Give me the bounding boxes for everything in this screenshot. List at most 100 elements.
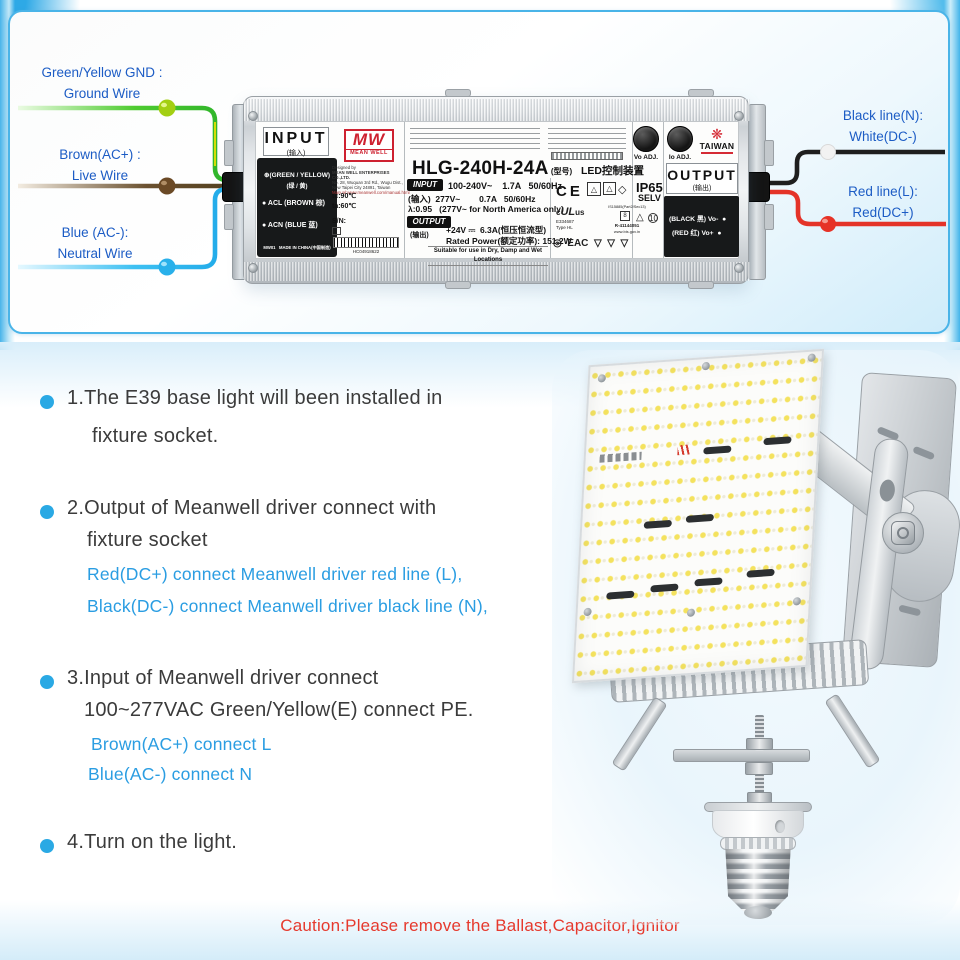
- label-live-wire: Brown(AC+) : Live Wire: [25, 144, 175, 186]
- meanwell-logo-mw: MW: [352, 130, 386, 149]
- panel-screw: [597, 374, 607, 383]
- bullet-3: [40, 675, 54, 689]
- led-panel: [571, 348, 825, 684]
- input-spec-row2: (输入) 277V~ 0.7A 50/60Hz: [408, 194, 536, 204]
- bullet-4: [40, 839, 54, 853]
- dc-black-wire: [742, 149, 945, 186]
- taiwan-text: TAIWAN: [699, 141, 735, 151]
- driver-top-tab-1: [445, 89, 471, 97]
- led-panel-connector-slot: [694, 577, 723, 587]
- terminal-neutral-label: ● ACN (BLUE 蓝): [262, 222, 318, 229]
- ground-dot-highlight: [161, 102, 167, 108]
- e39-screw-base: [725, 849, 791, 911]
- panel-screw: [807, 353, 816, 362]
- terminal-ground-label: ⊕(GREEN / YELLOW): [264, 172, 330, 179]
- taiwan-excellence-logo: ❋ TAIWAN: [697, 127, 737, 154]
- driver-left-tab-upper: [224, 140, 234, 166]
- driver-left-tab-lower: [224, 204, 234, 230]
- pcb-cert-print: [599, 451, 642, 463]
- meanwell-logo-name: MEAN WELL: [346, 149, 392, 156]
- step-2-sub-1: Red(DC+) connect Meanwell driver red lin…: [87, 564, 463, 584]
- label-divider-1: [404, 122, 405, 258]
- bis-box-icon: 8: [620, 211, 630, 221]
- sn-label: S/N:: [332, 218, 346, 225]
- label-ground-line2: Ground Wire: [63, 86, 141, 101]
- neutral-wire: [18, 186, 240, 270]
- bis-registration: R-41144051: [614, 223, 640, 228]
- io-adjust-label: Io ADJ.: [668, 154, 692, 161]
- product-info-fineprint: [410, 128, 540, 149]
- cert-box-triangle-1: △: [587, 182, 601, 196]
- driver-screw-tr: [734, 111, 744, 121]
- tc-temp: tc:90℃: [332, 193, 357, 200]
- output-spec-row1: +24V ⎓ 6.3A(恒压恒流型): [446, 225, 547, 235]
- step-1-line-1: 1.The E39 base light will been installed…: [67, 387, 443, 409]
- warning-fineprint-box: [551, 152, 623, 160]
- step-3-line-1: 3.Input of Meanwell driver connect: [67, 667, 379, 689]
- cert-circle-10: 10: [648, 213, 658, 223]
- driver-right-tab-upper: [764, 140, 774, 166]
- white-dc-dot: [820, 144, 836, 160]
- label-live-line2: Live Wire: [71, 168, 129, 183]
- output-terminal-panel: (BLACK 黑) Vo- ● (RED 红) Vo+ ●: [664, 196, 739, 257]
- spec-output-tag: OUTPUT: [407, 216, 451, 228]
- red-dc-dot-highlight: [822, 218, 828, 224]
- instruction-list: 1.The E39 base light will been installed…: [30, 384, 578, 884]
- output-cn: (输出): [410, 232, 429, 239]
- hex-nut-1: [746, 738, 773, 750]
- driver-bottom-tab-1: [445, 281, 471, 289]
- driver-bottom-tab-2: [688, 281, 714, 289]
- pcb-red-logo: [677, 444, 691, 456]
- panel-screw: [792, 597, 802, 606]
- live-dot-highlight: [161, 180, 167, 186]
- ground-wire: [18, 105, 240, 183]
- live-dot: [158, 177, 176, 195]
- step-3-sub-1: Brown(AC+) connect L: [91, 734, 272, 754]
- led-panel-connector-slot: [685, 513, 715, 523]
- model-type: LED控制装置: [572, 165, 644, 177]
- e39-contact-tip: [744, 906, 772, 919]
- ul-letters: UL: [560, 206, 576, 218]
- input-spec-row3: λ:0.95 (277V~ for North America only): [408, 204, 564, 214]
- panel-screw: [686, 608, 696, 618]
- cert-diamond: ◇: [618, 184, 627, 196]
- spec-input-tag: INPUT: [407, 179, 443, 191]
- ul-us: us: [575, 208, 585, 217]
- cert-glyph-row: ◎ EAC ▽ ▽ ▽: [553, 238, 629, 249]
- model-number: HLG-240H-24A: [412, 158, 549, 179]
- label-ground-line1: Green/Yellow GND :: [41, 65, 163, 80]
- warning-fineprint: [548, 128, 626, 149]
- label-black-line2: White(DC-): [849, 129, 917, 144]
- step-3-line-2: 100~277VAC Green/Yellow(E) connect PE.: [84, 699, 474, 721]
- io-adjust-knob: [667, 126, 693, 152]
- strap-hole: [878, 478, 897, 503]
- taiwan-flower-icon: ❋: [711, 126, 723, 142]
- adapter-hole: [775, 820, 785, 833]
- designed-line-3: New Taipei City 24891, Taiwan: [332, 185, 391, 190]
- neutral-dot: [158, 258, 176, 276]
- step-3-sub-2: Blue(AC-) connect N: [88, 764, 253, 784]
- ul-file: E334687: [556, 219, 575, 224]
- driver-bottom-ridges: [244, 262, 750, 281]
- led-panel-connector-slot: [763, 436, 792, 446]
- driver-screw-bl: [248, 263, 258, 273]
- threaded-rod-upper: [755, 715, 764, 751]
- label-neutral-line1: Blue (AC-):: [61, 225, 129, 240]
- panel-screw: [701, 361, 711, 371]
- step-2-sub-2: Black(DC-) connect Meanwell driver black…: [87, 596, 488, 616]
- model-cn: (型号): [548, 167, 573, 176]
- step-4-line-1: 4.Turn on the light.: [67, 831, 238, 853]
- label-red-line2: Red(DC+): [852, 205, 914, 220]
- designed-line-0: Designed by: [332, 165, 356, 170]
- designed-line-1: MEAN WELL ENTERPRISES CO.,LTD.: [332, 170, 390, 180]
- designed-by-block: Designed by MEAN WELL ENTERPRISES CO.,LT…: [332, 165, 410, 195]
- driver-top-ridges: [244, 99, 750, 121]
- output-title-cn: (输出): [692, 185, 712, 192]
- plate-slot: [898, 604, 922, 617]
- label-divider-3: [632, 122, 633, 258]
- wires-graphic: [18, 99, 946, 276]
- vo-adjust-label: Vo ADJ.: [633, 154, 659, 161]
- output-title: OUTPUT: [667, 167, 737, 183]
- bis-website: www.bis.gov.in: [613, 229, 641, 234]
